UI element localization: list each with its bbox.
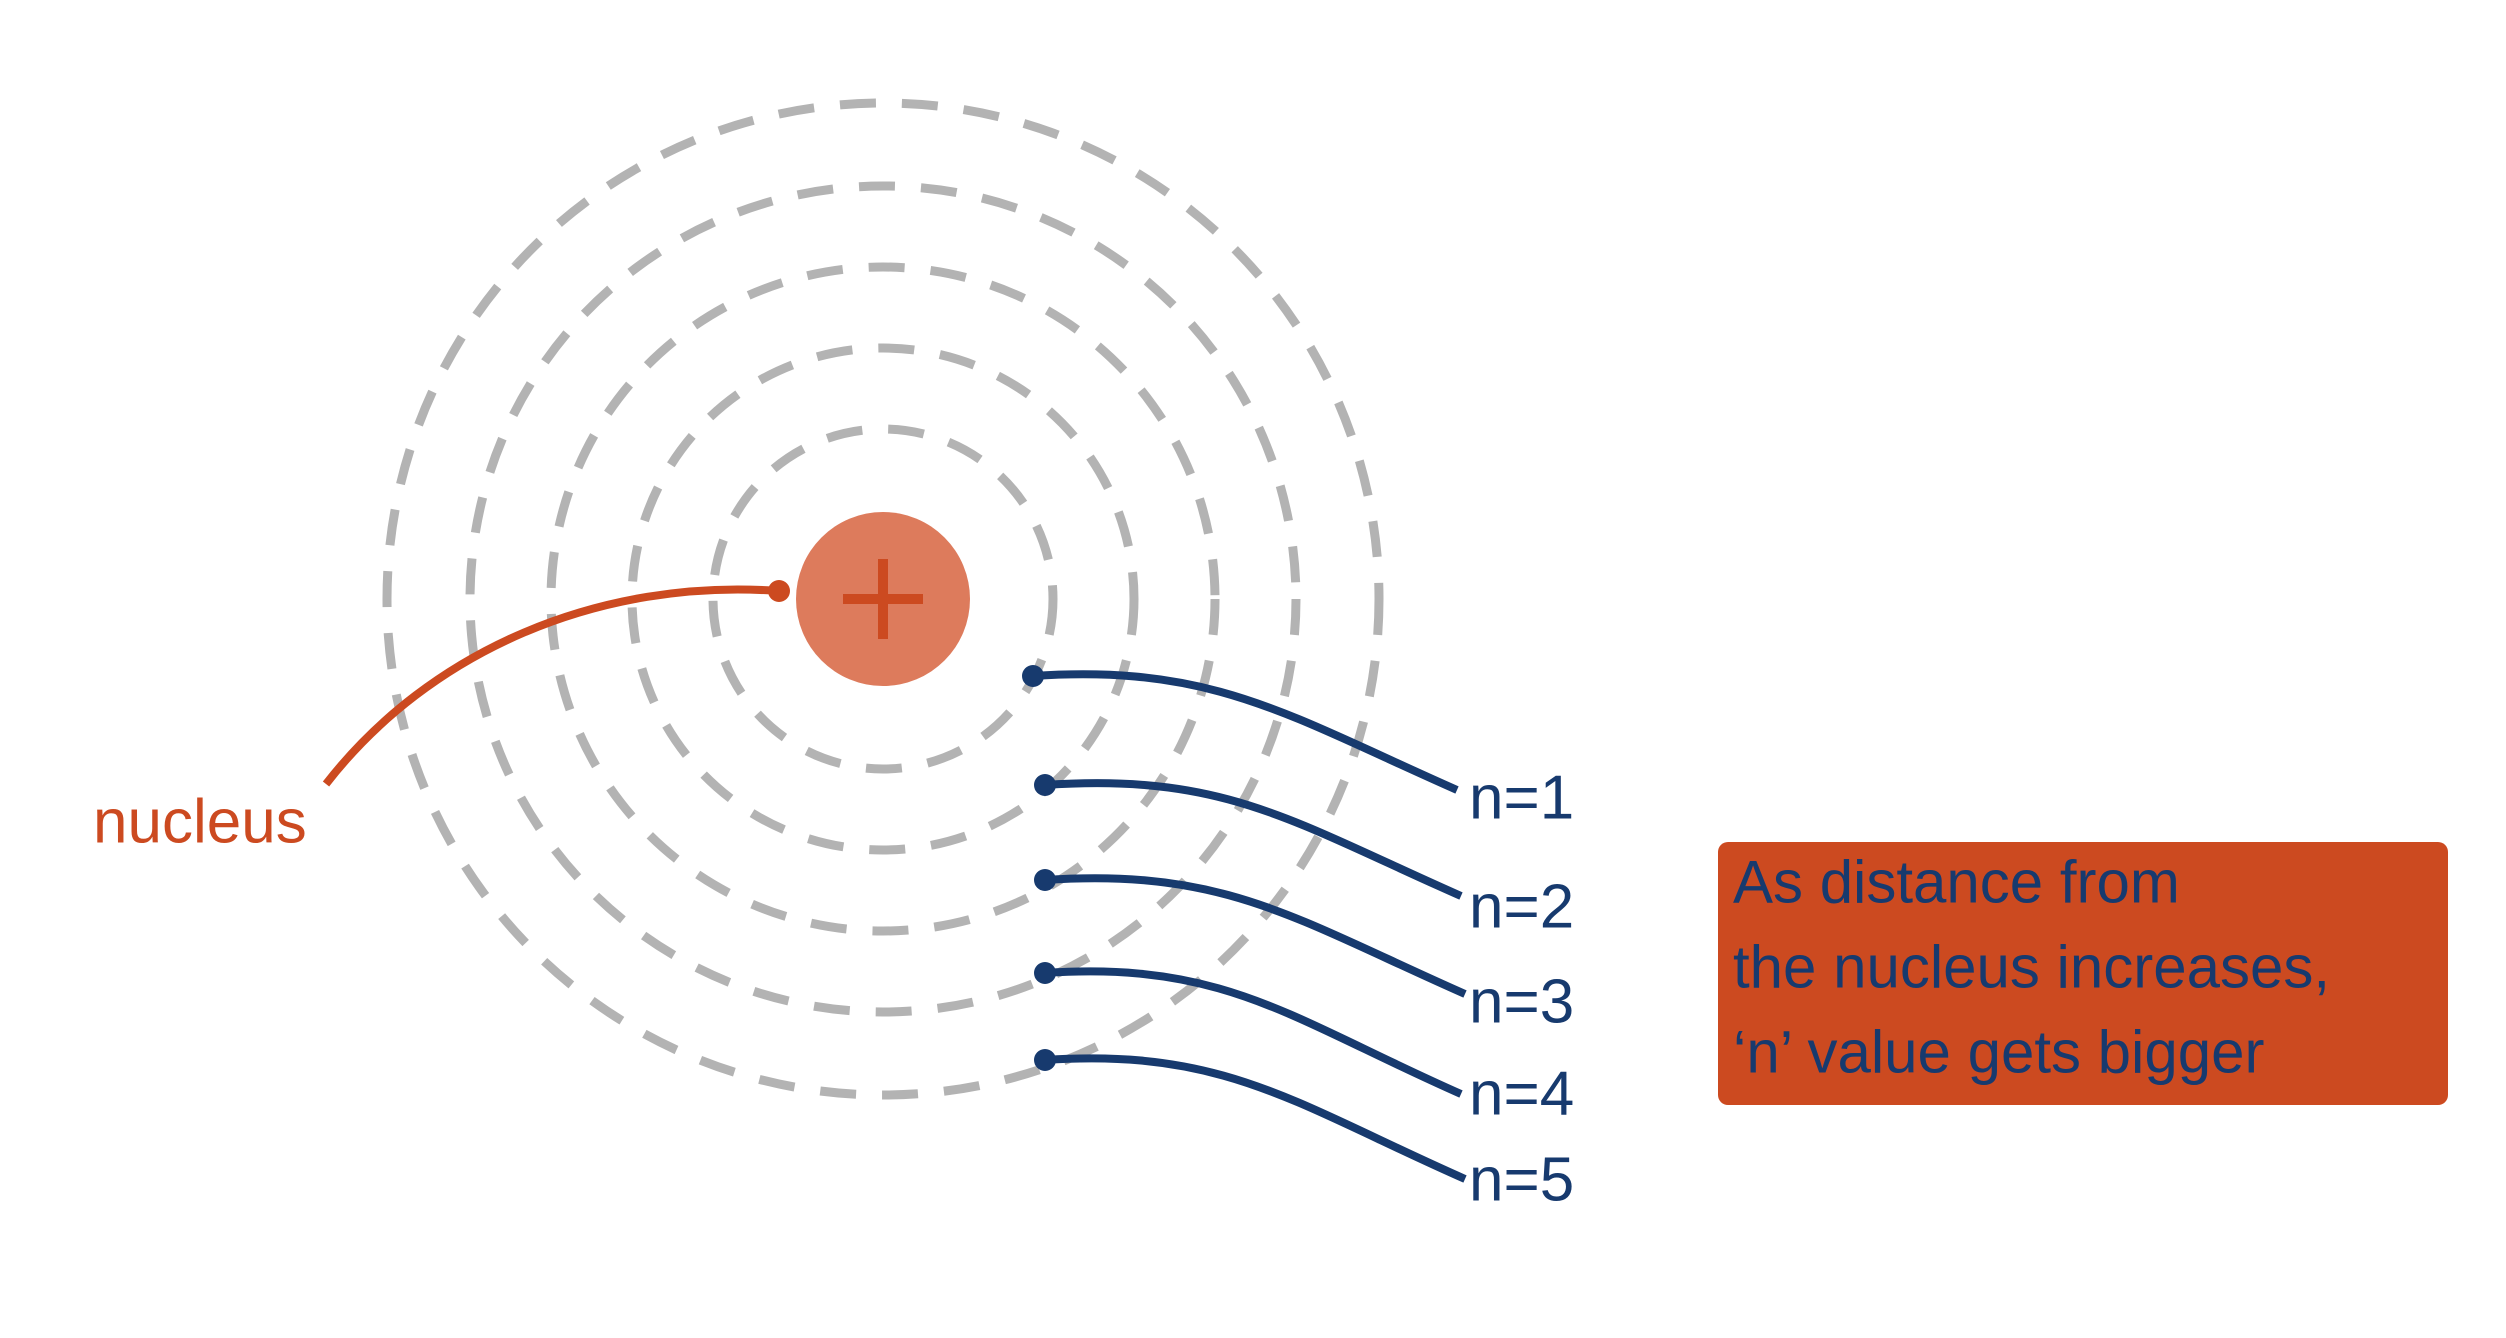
nucleus-pointer-dot bbox=[768, 580, 790, 602]
shell-4-pointer-dot bbox=[1034, 962, 1056, 984]
shell-1-pointer-dot bbox=[1022, 665, 1044, 687]
shell-4 bbox=[465, 181, 1301, 1017]
shell-3-pointer-line bbox=[1044, 874, 1467, 998]
shell-2 bbox=[627, 343, 1139, 855]
shell-5 bbox=[382, 98, 1384, 1100]
shell-2-label: n=2 bbox=[1469, 873, 1574, 942]
shell-3-label: n=3 bbox=[1469, 968, 1574, 1037]
shell-1 bbox=[708, 424, 1058, 774]
shell-5-label: n=5 bbox=[1469, 1146, 1574, 1215]
shell-1-label: n=1 bbox=[1469, 764, 1574, 833]
shell-5-pointer-line bbox=[1044, 1054, 1467, 1183]
note-line-3: ‘n’ value gets bigger bbox=[1733, 1019, 2264, 1086]
shell-4-pointer-line bbox=[1044, 967, 1463, 1098]
nucleus-pointer-line bbox=[322, 585, 780, 787]
electron-shells bbox=[382, 98, 1384, 1100]
shell-pointers: n=1 n=2 n=3 n=4 n=5 bbox=[1022, 665, 1574, 1215]
note-box bbox=[1718, 842, 2448, 1105]
shell-1-pointer-line bbox=[1032, 670, 1459, 794]
nucleus-label: nucleus bbox=[93, 788, 307, 857]
note-line-2: the nucleus increases, bbox=[1733, 934, 2330, 1001]
shell-3-pointer-dot bbox=[1034, 869, 1056, 891]
shell-2-pointer-line bbox=[1044, 779, 1463, 900]
note-line-1: As distance from bbox=[1733, 849, 2180, 916]
shell-2-pointer-dot bbox=[1034, 774, 1056, 796]
plus-icon bbox=[843, 559, 923, 639]
shell-5-pointer-dot bbox=[1034, 1049, 1056, 1071]
shell-3 bbox=[546, 262, 1220, 936]
shell-4-label: n=4 bbox=[1469, 1060, 1574, 1129]
